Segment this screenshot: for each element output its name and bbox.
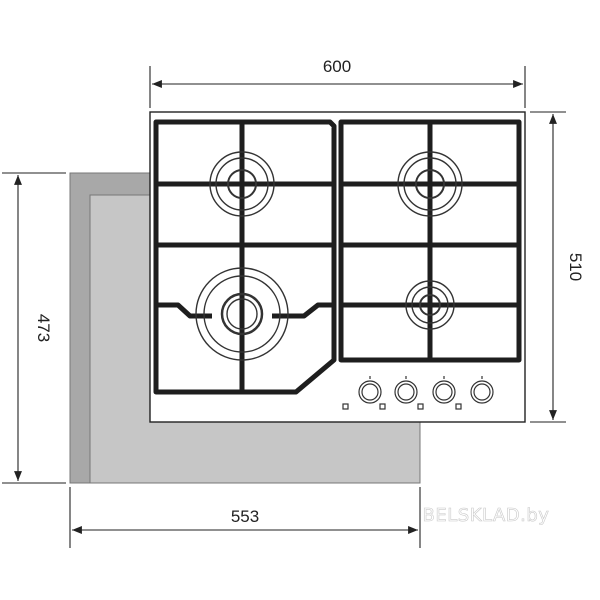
dimension-right-label: 510 <box>566 253 585 281</box>
dimension-bottom-label: 553 <box>231 507 259 526</box>
control-knob-4 <box>455 376 494 410</box>
dimension-left-label: 473 <box>34 314 53 342</box>
burner-rear-left <box>209 151 275 217</box>
hob-body <box>149 111 526 423</box>
left-grate <box>153 119 337 395</box>
dimension-left <box>2 172 66 484</box>
burner-front-left <box>195 267 289 361</box>
dimension-top <box>149 66 526 108</box>
right-grate <box>338 119 522 363</box>
burner-rear-right <box>397 151 463 217</box>
dimension-right <box>530 111 566 423</box>
control-knob-3 <box>417 376 456 410</box>
dimension-bottom <box>69 487 421 548</box>
watermark: BELSKLAD.by <box>423 505 550 526</box>
control-knob-2 <box>379 376 418 410</box>
burner-front-right <box>405 280 455 330</box>
control-knob-1 <box>342 376 382 410</box>
dimension-top-label: 600 <box>323 57 351 76</box>
